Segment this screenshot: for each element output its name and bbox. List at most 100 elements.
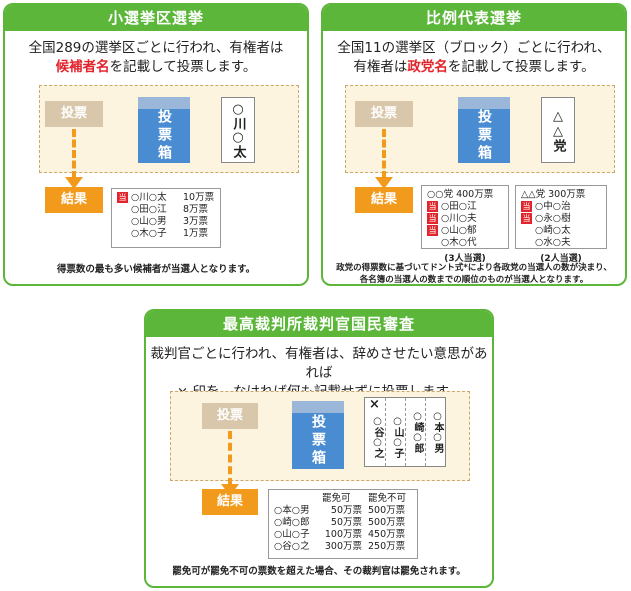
- judge-name: ○本○男: [432, 411, 443, 453]
- table-header: 罷免可 罷免不可: [274, 493, 412, 505]
- candidate-name: ○山○男: [131, 216, 167, 227]
- divider: [425, 398, 426, 466]
- elected-badge: 当: [117, 192, 128, 203]
- list-item: 当○山○郁: [427, 225, 503, 237]
- candidate-name: ○水○夫: [535, 237, 571, 248]
- seats-label: (2人当選): [540, 254, 582, 264]
- judge-name: ○山○子: [274, 529, 310, 540]
- yes-count: 50万票: [330, 517, 362, 528]
- ballot-box-label: 投票箱: [458, 109, 510, 163]
- judge-name: ○谷○之: [274, 541, 310, 552]
- candidate-name: ○川○夫: [441, 213, 477, 224]
- review-ballot: × ○谷○之 ○山○子 ○崎○郎 ○本○男: [364, 397, 446, 467]
- candidate-name: ○田○江: [131, 204, 167, 215]
- judge-name: ○谷○之: [372, 416, 383, 458]
- desc-text: を記載して投票します。: [109, 59, 257, 75]
- candidate-name: ○山○郁: [441, 225, 477, 236]
- candidate-name: ○崎○太: [535, 225, 571, 236]
- ballot-box: 投票箱: [292, 401, 344, 469]
- elected-badge: 当: [427, 213, 438, 224]
- panel-proportional: 比例代表選挙 全国11の選挙区（ブロック）ごとに行われ、 有権者は政党名を記載し…: [321, 3, 627, 286]
- arrow: [382, 129, 386, 179]
- note: 罷免可が罷免不可の票数を超えた場合、その裁判官は罷免されます。: [172, 566, 466, 577]
- vote-label: 投票: [202, 403, 258, 429]
- cross-mark-icon: ×: [369, 397, 380, 412]
- elected-badge: 当: [521, 201, 532, 212]
- panel-title: 最高裁判所裁判官国民審査: [146, 311, 492, 337]
- note: 得票数の最も多い候補者が当選人となります。: [56, 264, 256, 275]
- ballot-box-label: 投票箱: [292, 413, 344, 469]
- desc-line: 全国11の選挙区（ブロック）ごとに行われ、: [337, 40, 611, 56]
- panel-title: 比例代表選挙: [323, 5, 625, 31]
- list-item: 当○中○治: [521, 201, 601, 213]
- no-count: 500万票: [368, 505, 406, 516]
- no-count: 500万票: [368, 517, 406, 528]
- table-row: ○田○江 8万票: [117, 204, 215, 216]
- judge-name: ○崎○郎: [274, 517, 310, 528]
- desc-line: 裁判官ごとに行われ、有権者は、辞めさせたい意思があれば: [150, 346, 488, 381]
- candidate-name: ○川○太: [131, 192, 167, 203]
- candidate-name: ○中○治: [535, 201, 571, 212]
- vote-label: 投票: [45, 101, 103, 127]
- ballot-box: 投票箱: [458, 97, 510, 163]
- panel-single-seat: 小選挙区選挙 全国289の選挙区ごとに行われ、有権者は 候補者名を記載して投票し…: [3, 3, 309, 286]
- arrow-head-icon: [375, 177, 393, 189]
- ballot-box-lid: [458, 97, 510, 111]
- list-item: ○水○夫: [521, 237, 601, 249]
- ballot-box-label: 投票箱: [138, 109, 190, 163]
- judge-name: ○崎○郎: [412, 411, 423, 453]
- ballot-box-lid: [292, 401, 344, 415]
- candidate-name: ○田○江: [441, 201, 477, 212]
- list-item: 当○川○夫: [427, 213, 503, 225]
- vote-count: 8万票: [183, 204, 209, 215]
- panel-title: 小選挙区選挙: [5, 5, 307, 31]
- desc-line: 候補者名を記載して投票します。: [5, 58, 307, 77]
- desc-line: 有権者は政党名を記載して投票します。: [323, 58, 625, 77]
- column-header: 罷免可: [322, 493, 351, 504]
- description: 全国289の選挙区ごとに行われ、有権者は 候補者名を記載して投票します。: [5, 39, 307, 77]
- divider: [385, 398, 386, 466]
- candidate-name: ○永○樹: [535, 213, 571, 224]
- candidate-name: ○木○代: [441, 237, 477, 248]
- vote-count: 10万票: [183, 192, 215, 203]
- elected-badge: 当: [427, 201, 438, 212]
- result-label: 結果: [202, 489, 258, 515]
- list-item: ○崎○太: [521, 225, 601, 237]
- column-header: 罷免不可: [368, 493, 407, 504]
- vote-label: 投票: [355, 101, 413, 127]
- emphasis-text: 候補者名: [55, 59, 110, 75]
- result-label: 結果: [45, 187, 103, 213]
- judge-name: ○本○男: [274, 505, 310, 516]
- desc-text: を記載して投票します。: [447, 59, 595, 75]
- panel-judicial-review: 最高裁判所裁判官国民審査 裁判官ごとに行われ、有権者は、辞めさせたい意思があれば…: [144, 309, 494, 588]
- note-line: 政党の得票数に基づいてドント式*により各政党の当選人の数が決まり、: [336, 263, 612, 273]
- note: 政党の得票数に基づいてドント式*により各政党の当選人の数が決まり、 各名簿の当選…: [323, 262, 625, 284]
- party-b-list: △△党 300万票 当○中○治 当○永○樹 ○崎○太 ○水○夫: [515, 185, 607, 249]
- vote-count: 1万票: [183, 228, 209, 239]
- yes-count: 300万票: [324, 541, 362, 552]
- ballot-box-lid: [138, 97, 190, 111]
- elected-badge: 当: [521, 213, 532, 224]
- divider: [405, 398, 406, 466]
- judge-name: ○山○子: [392, 416, 403, 458]
- party-a-list: ○○党 400万票 当○田○江 当○川○夫 当○山○郁 ○木○代: [421, 185, 509, 249]
- party-header: ○○党 400万票: [427, 189, 494, 200]
- list-item: ○木○代: [427, 237, 503, 249]
- emphasis-text: 政党名: [407, 59, 448, 75]
- arrow: [228, 431, 232, 486]
- ballot-box: 投票箱: [138, 97, 190, 163]
- seats-label: (3人当選): [444, 254, 486, 264]
- ballot-card: ○川○太: [221, 97, 255, 163]
- list-item: 当○田○江: [427, 201, 503, 213]
- elected-badge: 当: [427, 225, 438, 236]
- desc-line: 全国289の選挙区ごとに行われ、有権者は: [28, 40, 284, 56]
- no-count: 450万票: [368, 529, 406, 540]
- table-row: 当○川○太 10万票: [117, 192, 215, 204]
